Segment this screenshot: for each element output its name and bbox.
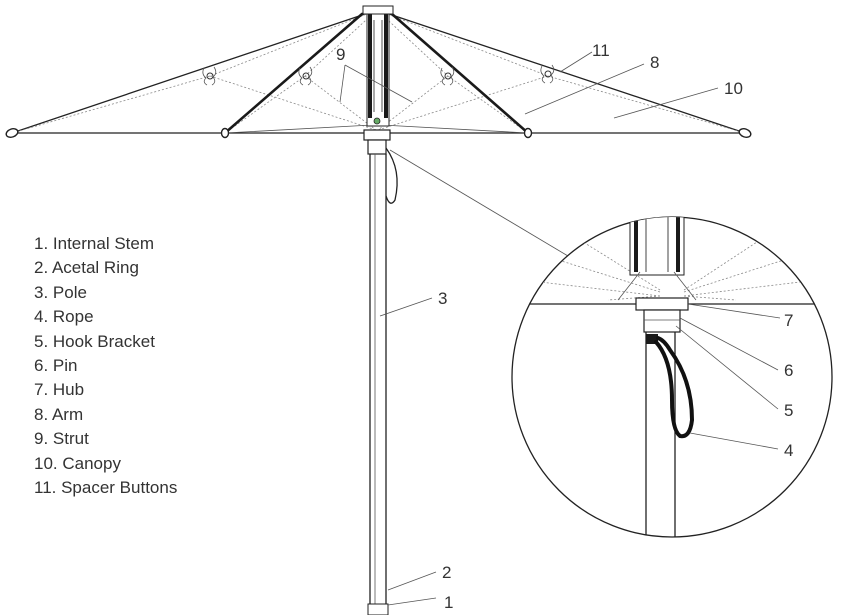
legend-item: 10. Canopy (34, 453, 121, 473)
legend-item: 6. Pin (34, 356, 78, 376)
rib-tips (5, 127, 752, 139)
callout-9: 9 (336, 45, 345, 64)
callout-1: 1 (444, 593, 453, 612)
pole (367, 154, 389, 615)
callout-7: 7 (784, 311, 793, 330)
arms (223, 12, 530, 135)
internal-stem-bundle (362, 5, 394, 127)
legend-item: 7. Hub (34, 380, 85, 400)
spacer-button-icon (298, 66, 313, 86)
legend-item: 8. Arm (34, 404, 84, 424)
legend-item: 5. Hook Bracket (34, 331, 155, 351)
zoom-leader (389, 149, 569, 257)
legend-item: 4. Rope (34, 307, 94, 327)
callout-5: 5 (784, 401, 793, 420)
legend-item: 11. Spacer Buttons (34, 478, 178, 498)
legend-item: 9. Strut (34, 429, 89, 449)
callout-8: 8 (650, 53, 659, 72)
callout-10: 10 (724, 79, 743, 98)
parts-legend: 1. Internal Stem 2. Acetal Ring 3. Pole … (34, 232, 177, 500)
callout-leaders (339, 51, 781, 606)
hub-main (363, 129, 398, 204)
callout-6: 6 (784, 361, 793, 380)
legend-item: 1. Internal Stem (34, 234, 155, 253)
spacer-button-icon (440, 66, 455, 86)
legend-item: 2. Acetal Ring (34, 258, 139, 278)
callout-11: 11 (592, 41, 610, 60)
detail-zoom (511, 216, 833, 538)
callout-2: 2 (442, 563, 451, 582)
callout-3: 3 (438, 289, 447, 308)
spacer-buttons (202, 64, 555, 86)
spacer-button-icon (540, 64, 555, 84)
spacer-button-icon (202, 66, 217, 86)
callout-4: 4 (784, 441, 793, 460)
legend-item: 3. Pole (34, 282, 87, 302)
